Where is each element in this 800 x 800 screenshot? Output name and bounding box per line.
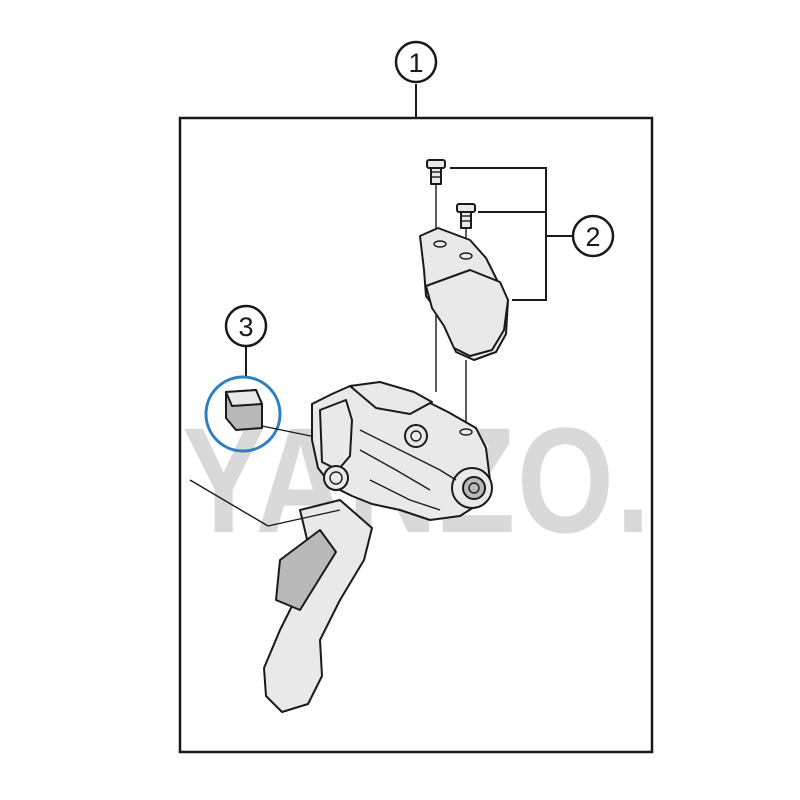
callout-3-label: 3: [238, 312, 253, 342]
highlight-circle: [204, 375, 282, 453]
callout-3: 3: [224, 304, 268, 376]
callout-2: 2: [450, 167, 615, 301]
cover-plate: [419, 227, 509, 426]
pad-part-3: [225, 389, 341, 443]
callout-2-label: 2: [585, 222, 600, 252]
callout-1-label: 1: [408, 48, 423, 78]
screw-lower: [456, 203, 476, 250]
callout-1: 1: [394, 40, 438, 118]
lever-body: [189, 381, 493, 713]
